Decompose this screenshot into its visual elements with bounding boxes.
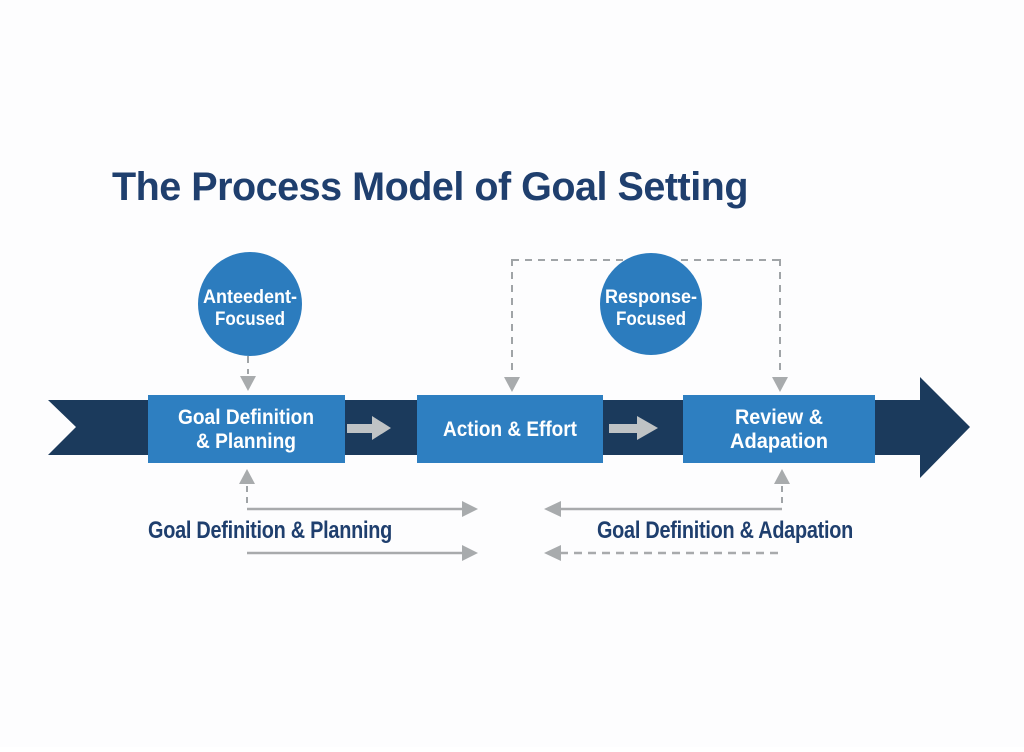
stage-box-shape [683, 395, 875, 463]
stage-label-line1: Action & Effort [443, 418, 577, 441]
stage-box-review-adaptation: Review & Adapation [683, 395, 875, 463]
left-arrowhead-icon [544, 501, 561, 517]
stage-box-shape [417, 395, 603, 463]
right-arrow-icon [609, 416, 658, 440]
stage-box-action-effort: Action & Effort [417, 395, 603, 463]
antecedent-circle-label-line1: Anteedent- [203, 287, 297, 308]
stage-box-shape [148, 395, 345, 463]
left-arrowhead-icon [544, 545, 561, 561]
response-circle-label-line2: Focused [616, 309, 686, 330]
stage-box-goal-definition-planning: Goal Definition & Planning [148, 395, 345, 463]
right-arrow-icon [347, 416, 391, 440]
feedback-group-planning: Goal Definition & Planning [148, 469, 478, 561]
antecedent-circle-label-line2: Focused [215, 309, 285, 330]
antecedent-circle-shape [198, 252, 302, 356]
up-arrowhead-icon [774, 469, 790, 484]
up-arrowhead-icon [239, 469, 255, 484]
feedback-group-adaptation: Goal Definition & Adapation [544, 469, 853, 561]
feedback-label-planning: Goal Definition & Planning [148, 517, 392, 544]
right-arrowhead-icon [462, 545, 478, 561]
stage-label-line2: Adapation [730, 430, 828, 453]
down-arrowhead-icon [240, 376, 256, 391]
antecedent-focused-circle: Anteedent- Focused [198, 252, 302, 356]
down-arrowhead-icon [504, 377, 520, 392]
response-circle-label-line1: Response- [605, 287, 697, 308]
down-arrowhead-icon [772, 377, 788, 392]
right-arrowhead-icon [462, 501, 478, 517]
response-focused-circle: Response- Focused [600, 253, 702, 355]
stage-label-line2: & Planning [196, 430, 296, 453]
feedback-label-adaptation: Goal Definition & Adapation [597, 517, 853, 544]
stage-label-line1: Goal Definition [178, 406, 314, 429]
response-circle-shape [600, 253, 702, 355]
diagram-title: The Process Model of Goal Setting [112, 165, 748, 209]
stage-label-line1: Review & [735, 406, 823, 429]
